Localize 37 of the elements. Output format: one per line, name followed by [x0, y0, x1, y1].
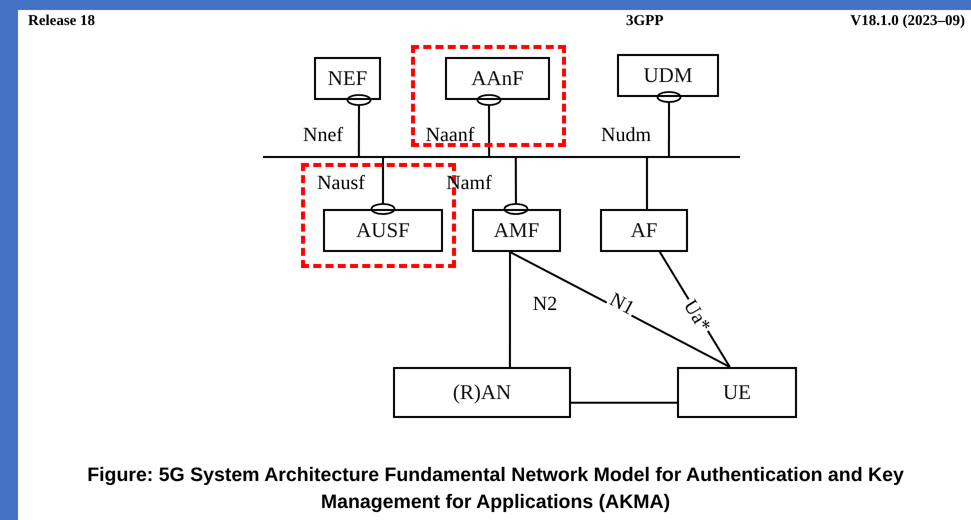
- network-function-box: [314, 57, 381, 100]
- node-label: NEF: [328, 66, 368, 91]
- node-label: UDM: [643, 63, 692, 88]
- interface-label: Nnef: [303, 125, 343, 145]
- header-text: Release 18: [28, 13, 96, 30]
- header-text: V18.1.0 (2023–09): [850, 13, 965, 30]
- interface-label: Namf: [446, 173, 492, 193]
- network-function-box: [677, 367, 797, 418]
- interface-label: Naanf: [426, 125, 474, 145]
- node-label: AF: [630, 218, 658, 243]
- network-function-box: [393, 367, 571, 418]
- interface-label: N2: [532, 294, 558, 314]
- node-label: AAnF: [471, 66, 524, 91]
- connector-line: [571, 402, 677, 404]
- interface-label: Nausf: [317, 173, 365, 193]
- network-function-box: [617, 54, 719, 97]
- network-function-box: [472, 209, 561, 252]
- service-interface-line: [346, 94, 372, 156]
- connector-line: [510, 251, 730, 368]
- node-label: AUSF: [356, 218, 410, 243]
- connector-line: [646, 158, 648, 209]
- node-label: (R)AN: [452, 380, 512, 405]
- network-function-box: [323, 209, 443, 252]
- connector-line: [508, 252, 511, 367]
- service-bus-line: [263, 156, 740, 158]
- figure-caption: Figure: 5G System Architecture Fundamental Network Model for Authentication and Key Management for Applications (AKMA): [86, 463, 905, 515]
- service-interface-line: [656, 91, 682, 156]
- network-function-box: [600, 209, 688, 252]
- service-interface-line: [476, 94, 502, 156]
- node-label: UE: [723, 380, 751, 405]
- network-function-box: [445, 57, 550, 100]
- node-label: AMF: [494, 218, 540, 243]
- interface-label: Nudm: [601, 125, 651, 145]
- dashed-group-box: [411, 45, 566, 147]
- service-interface-line: [370, 158, 396, 215]
- header-text: 3GPP: [626, 13, 664, 30]
- service-interface-line: [504, 158, 528, 215]
